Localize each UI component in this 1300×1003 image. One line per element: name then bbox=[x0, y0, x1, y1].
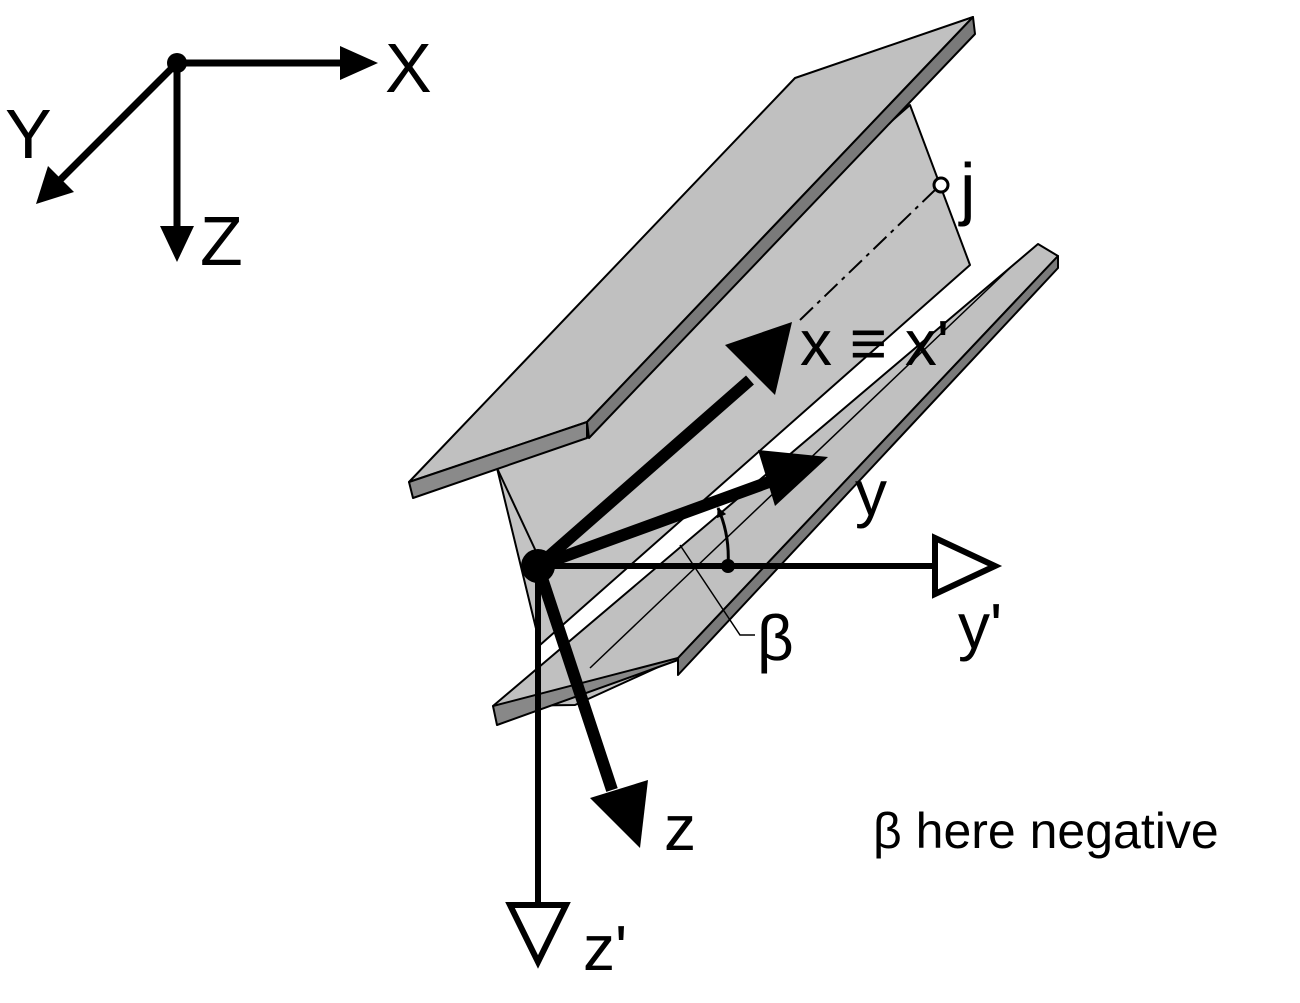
global-y-arrowhead bbox=[36, 166, 74, 204]
local-x-label: x ≡ x' bbox=[800, 307, 949, 379]
global-z-arrowhead bbox=[160, 226, 194, 262]
global-axes: X Y Z bbox=[5, 29, 432, 280]
local-z-axis bbox=[532, 564, 618, 792]
local-z-arrowhead bbox=[590, 780, 648, 848]
bottom-flange-side bbox=[677, 255, 1059, 676]
local-y-prime-label: y' bbox=[958, 590, 1002, 662]
local-y-arrowhead bbox=[758, 450, 828, 506]
global-z-label: Z bbox=[200, 202, 243, 280]
local-x-arrowhead bbox=[725, 322, 792, 395]
top-flange-edge bbox=[408, 421, 588, 499]
local-axes: x ≡ x' y y' z z' β bbox=[505, 307, 1003, 984]
local-y-label: y bbox=[855, 457, 887, 529]
global-y-axis bbox=[57, 60, 180, 183]
node-j-marker bbox=[932, 176, 950, 194]
local-z-prime-arrowhead bbox=[505, 902, 571, 969]
beta-arc-point bbox=[721, 559, 735, 573]
beam-axis-centerline bbox=[799, 189, 936, 321]
local-origin bbox=[521, 549, 555, 583]
local-x-axis bbox=[534, 375, 754, 571]
global-x-label: X bbox=[385, 29, 432, 107]
local-z-label: z bbox=[664, 792, 696, 864]
node-j-label: j bbox=[958, 149, 976, 227]
global-x-arrowhead bbox=[340, 46, 378, 80]
local-y-prime-arrowhead bbox=[932, 533, 1003, 599]
global-origin bbox=[167, 53, 187, 73]
global-y-label: Y bbox=[5, 95, 52, 173]
i-beam bbox=[408, 16, 1059, 726]
local-z-prime-label: z' bbox=[583, 912, 627, 984]
top-flange-side bbox=[586, 16, 976, 439]
local-y-axis bbox=[535, 472, 783, 572]
beta-label: β bbox=[757, 602, 794, 674]
beta-leader-line bbox=[679, 544, 755, 636]
beta-sign-caption: β here negative bbox=[873, 803, 1219, 859]
web-left-edge bbox=[496, 467, 541, 561]
